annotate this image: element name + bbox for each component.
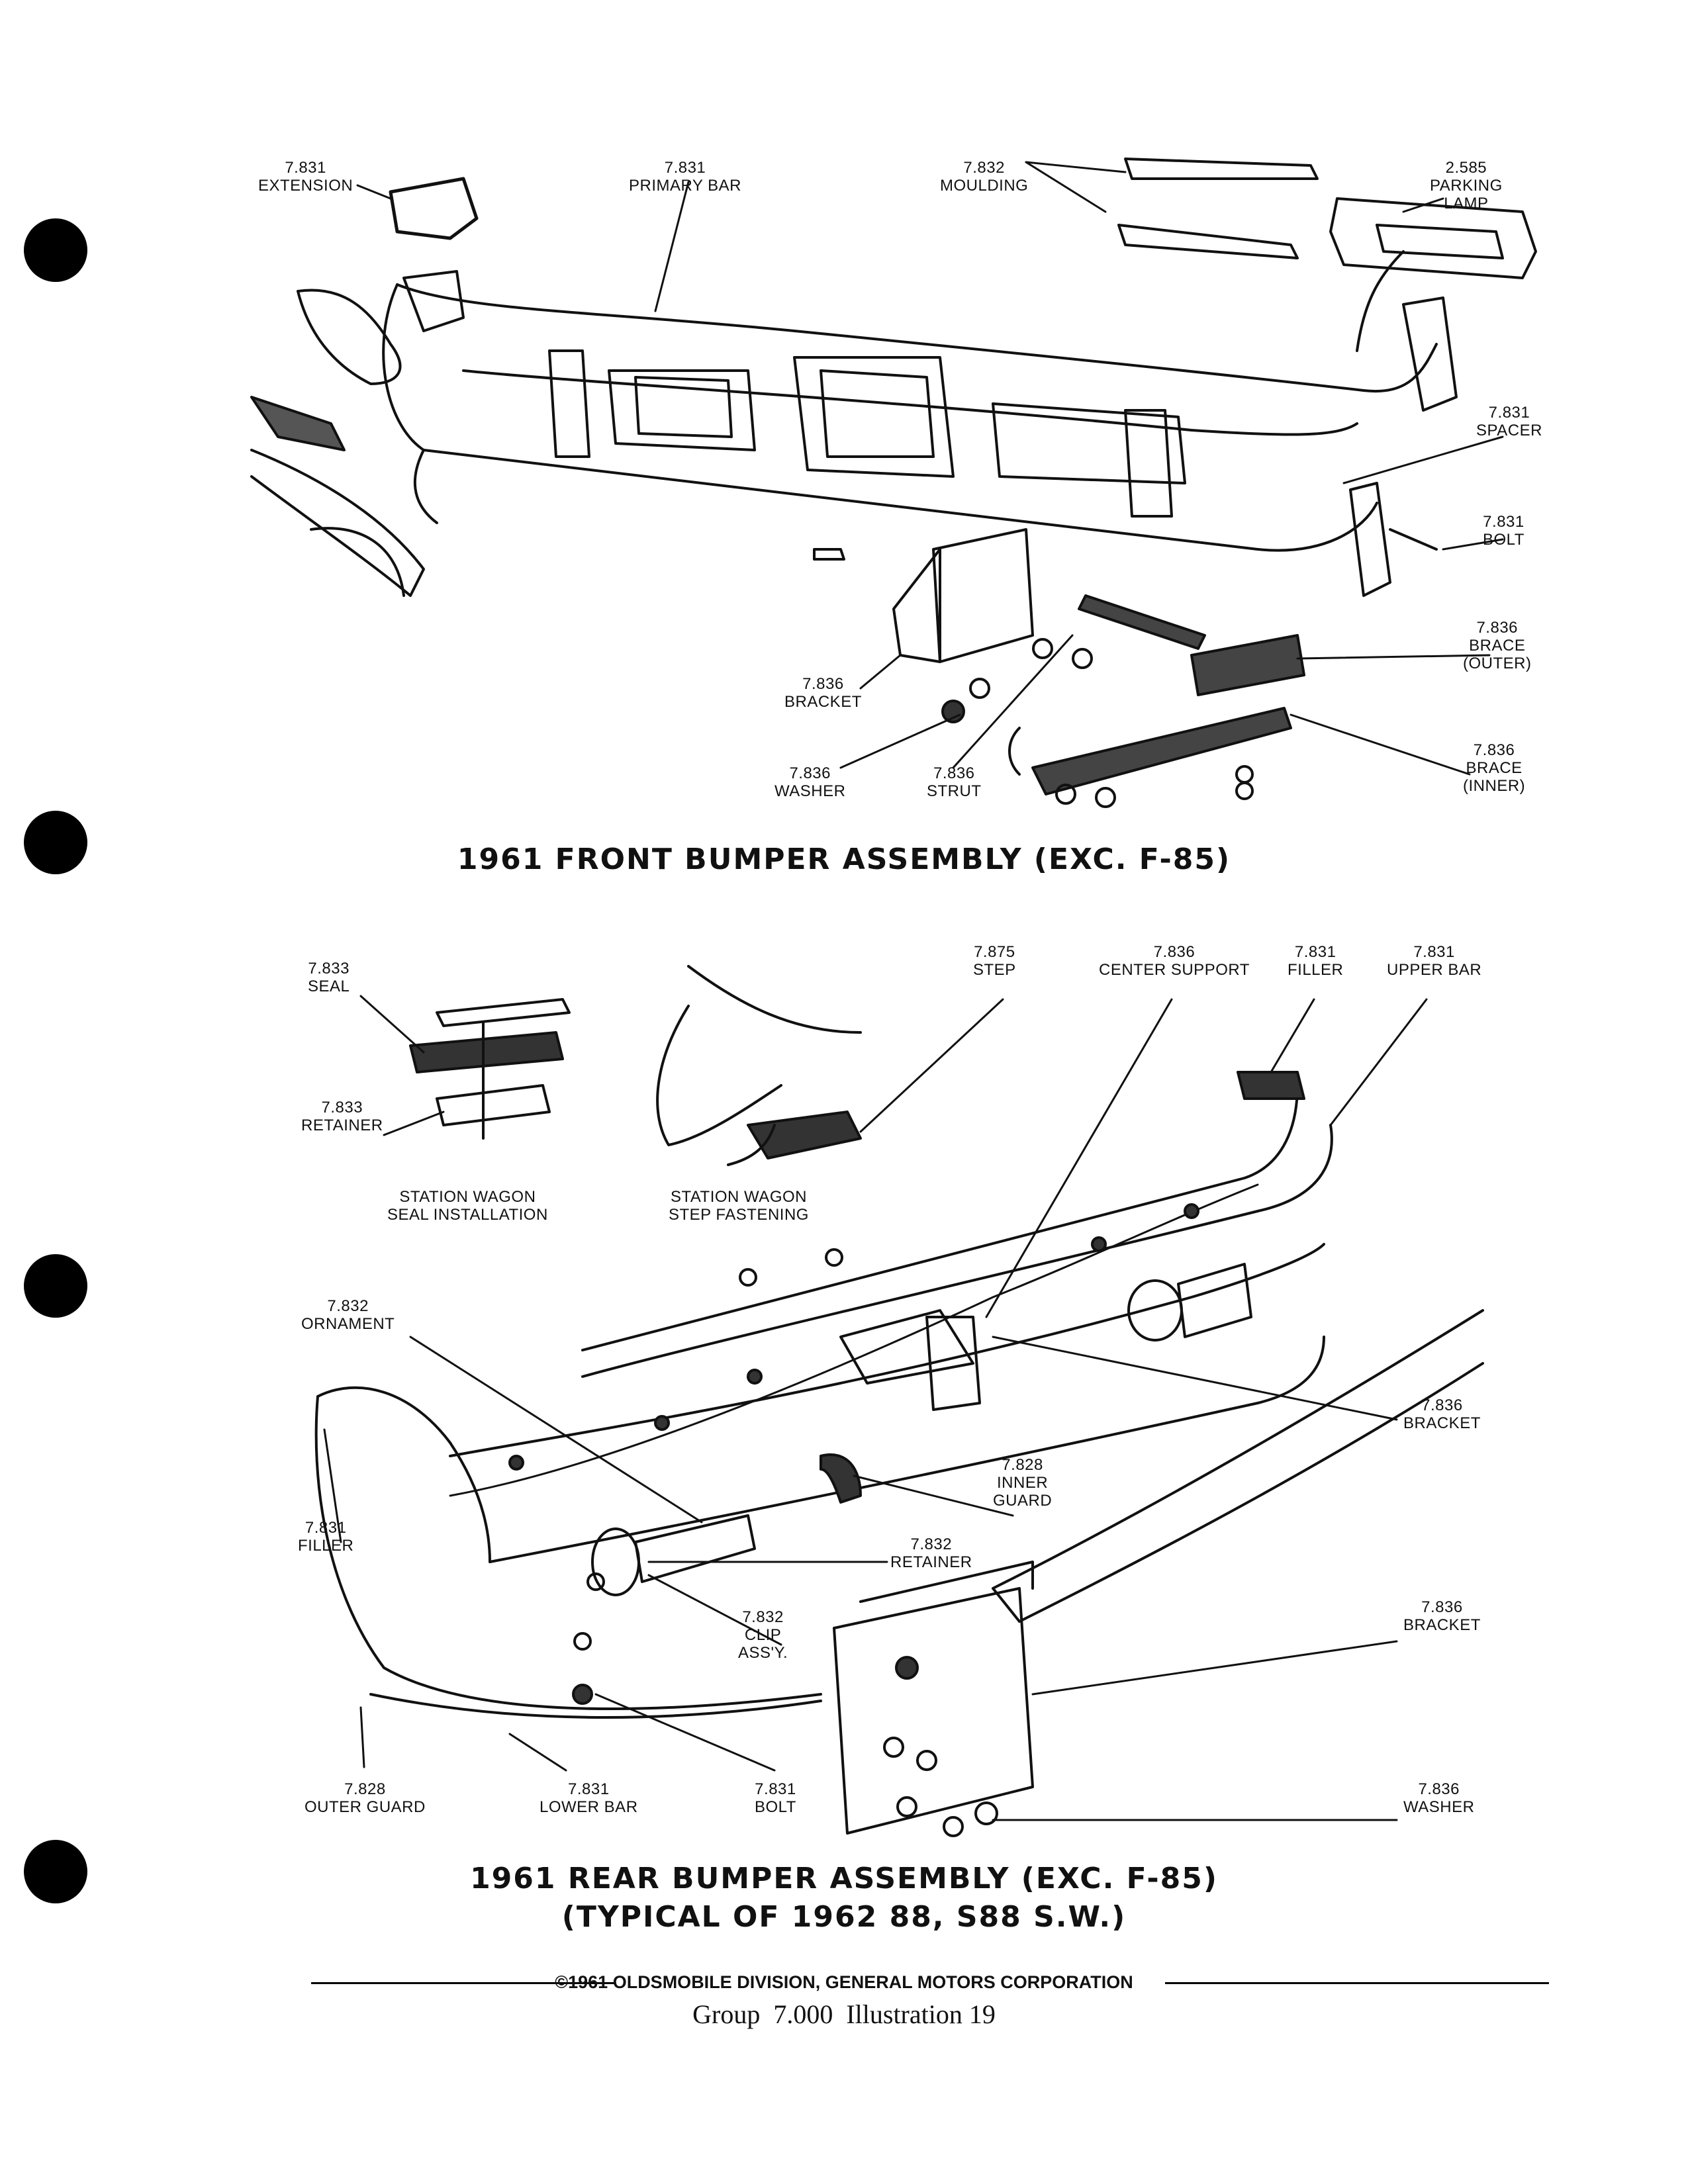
front-leader-lines	[356, 161, 1504, 776]
rear-caption: 1961 REAR BUMPER ASSEMBLY (EXC. F-85) (T…	[470, 1862, 1218, 1934]
rear-leader-lines	[323, 995, 1428, 1821]
binder-hole-3	[24, 1254, 87, 1318]
footer-rule-right	[1165, 1982, 1549, 1984]
footer-rule-left	[311, 1982, 616, 1984]
copyright-line: ©1961 OLDSMOBILE DIVISION, GENERAL MOTOR…	[555, 1972, 1133, 1992]
rear-bumper-drawing	[314, 965, 1484, 1837]
group-illustration-line: Group 7.000 Illustration 19	[692, 1999, 996, 2029]
binder-hole-4	[24, 1840, 87, 1903]
front-bumper-drawing	[250, 158, 1537, 808]
binder-hole-1	[24, 218, 87, 282]
front-caption: 1961 FRONT BUMPER ASSEMBLY (EXC. F-85)	[457, 842, 1231, 876]
binder-hole-2	[24, 811, 87, 874]
